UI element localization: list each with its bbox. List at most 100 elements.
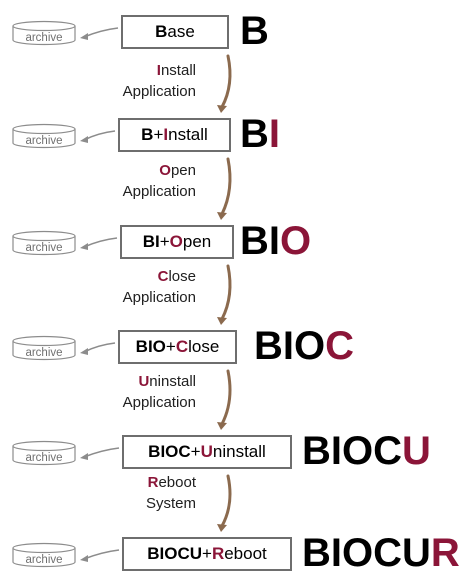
- archive-label: archive: [25, 242, 63, 254]
- archive-cylinder-icon: [12, 20, 76, 46]
- action-label-text: lose: [168, 268, 196, 285]
- archive-cylinder-icon: [12, 542, 76, 568]
- action-label-line: Open: [123, 160, 196, 181]
- action-label-line: Reboot: [146, 472, 196, 493]
- stage-box-text: nstall: [168, 125, 208, 144]
- archive-label: archive: [25, 32, 63, 44]
- action-label-text: nstall: [160, 62, 196, 79]
- stage-box-text: +: [153, 125, 164, 144]
- stage-box-text: I: [163, 125, 169, 144]
- action-label-text: O: [159, 162, 171, 179]
- transition-arrowhead: [217, 105, 227, 113]
- archive-label: archive: [25, 452, 63, 464]
- stage-code-text: I: [268, 112, 281, 156]
- action-label-text: Application: [122, 183, 196, 200]
- archive-label: archive: [25, 347, 63, 359]
- stage-code: B: [240, 11, 269, 51]
- stage-code-text: BIOC: [302, 429, 402, 473]
- archive-arrow: [83, 342, 116, 353]
- archive-arrow: [83, 237, 118, 248]
- action-label-text: System: [145, 495, 196, 512]
- archive-cylinder-icon: [12, 230, 76, 256]
- stage-code-text: U: [402, 429, 431, 473]
- stage-code: BIOCUR: [302, 533, 460, 573]
- stage-code: BI: [240, 114, 280, 154]
- archive-arrowhead: [80, 555, 88, 562]
- action-label-line: Application: [123, 81, 196, 102]
- archive-cylinder-icon: [12, 440, 76, 466]
- stage-box-text: ase: [167, 22, 195, 41]
- archive-cylinder-icon: [12, 123, 76, 149]
- action-label-line: Application: [123, 181, 196, 202]
- stage-code-text: B: [240, 9, 269, 53]
- stage-box-text: B: [155, 22, 168, 41]
- archive-arrowhead: [80, 33, 88, 40]
- stage-code-text: O: [280, 219, 312, 263]
- transition-arrow: [220, 474, 232, 528]
- stage-code-text: BI: [240, 219, 280, 263]
- transition-arrow: [220, 369, 232, 426]
- action-label-line: Uninstall: [123, 371, 196, 392]
- stage-code-text: BIOCU: [302, 531, 431, 575]
- archive-arrowhead: [80, 136, 88, 143]
- action-label-text: R: [147, 474, 159, 491]
- stage-box-text: lose: [188, 337, 220, 356]
- action-label-text: Application: [122, 289, 196, 306]
- stage-box-text: BI: [142, 232, 160, 251]
- transition-arrowhead: [217, 422, 227, 430]
- stage-code-text: BIO: [254, 324, 326, 368]
- archive-label: archive: [25, 554, 63, 566]
- stage-box-text: +: [190, 442, 201, 461]
- stage-code: BIO: [240, 221, 311, 261]
- stage-box-text: C: [175, 337, 189, 356]
- stage-code-text: B: [240, 112, 269, 156]
- action-label-text: ninstall: [149, 373, 196, 390]
- stage-box-text: O: [169, 232, 183, 251]
- transition-arrow: [220, 54, 232, 109]
- archive-label: archive: [25, 135, 63, 147]
- transition-arrowhead: [217, 317, 227, 325]
- action-label-text: Application: [122, 83, 196, 100]
- transition-arrow: [220, 264, 232, 321]
- stage-code-text: C: [325, 324, 355, 368]
- action-label-text: U: [138, 373, 150, 390]
- stage-code-text: R: [430, 531, 460, 575]
- archive-arrow: [83, 549, 120, 560]
- action-label-text: I: [156, 62, 161, 79]
- stage-box-text: BIO: [135, 337, 166, 356]
- action-label-line: Close: [123, 266, 196, 287]
- transition-arrowhead: [217, 212, 227, 220]
- stage-box-text: U: [200, 442, 213, 461]
- stage-box-text: eboot: [224, 544, 267, 563]
- stage-box-text: pen: [182, 232, 212, 251]
- stage-code: BIOCU: [302, 431, 431, 471]
- transition-arrow: [220, 157, 232, 216]
- action-label-text: pen: [170, 162, 196, 179]
- stage-box-text: +: [165, 337, 176, 356]
- action-label-text: Application: [122, 394, 196, 411]
- archive-arrowhead: [80, 348, 88, 355]
- archive-arrow: [83, 130, 116, 141]
- action-label-line: System: [146, 493, 196, 514]
- archive-arrow: [83, 27, 119, 38]
- action-label-text: C: [157, 268, 169, 285]
- stage-box-text: BIOCU: [147, 544, 202, 563]
- action-label-line: Install: [123, 60, 196, 81]
- action-label-line: Application: [123, 287, 196, 308]
- stage-box-text: BIOC: [148, 442, 191, 461]
- stage-box-text: +: [202, 544, 212, 563]
- stage-box-text: R: [211, 544, 225, 563]
- archive-arrow: [83, 447, 120, 458]
